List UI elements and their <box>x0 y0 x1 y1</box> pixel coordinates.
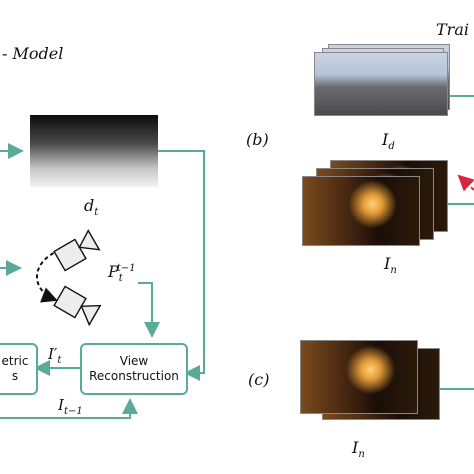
night-image-front <box>302 176 420 246</box>
depth-label: dt <box>84 196 99 219</box>
itprime-label: I′t <box>48 345 62 366</box>
panel-b-label: (b) <box>246 130 269 149</box>
itm1-label: It−1 <box>58 396 83 417</box>
camera-icon <box>53 285 102 327</box>
train-label: Trai <box>436 20 469 39</box>
arrow-itm1-to-view <box>0 398 138 419</box>
night-c-image-front <box>300 340 418 414</box>
depth-map-image <box>30 115 158 187</box>
photometric-loss-box: etric s <box>0 343 38 395</box>
camera-motion-arc <box>36 249 61 303</box>
arrow-pose-to-view <box>138 282 160 338</box>
model-label: - Model <box>2 44 64 63</box>
red-dashed-arrow <box>457 174 474 192</box>
arrow-depth-to-view <box>158 150 205 381</box>
day-label: Id <box>382 130 395 153</box>
panel-c-label: (c) <box>248 370 270 389</box>
pose-label: Ptt−1 <box>108 262 136 285</box>
camera-icon <box>53 229 101 272</box>
day-image-front <box>314 52 448 116</box>
night-label-c: In <box>352 438 365 461</box>
view-reconstruction-box: View Reconstruction <box>80 343 188 395</box>
night-label-b: In <box>384 254 397 277</box>
